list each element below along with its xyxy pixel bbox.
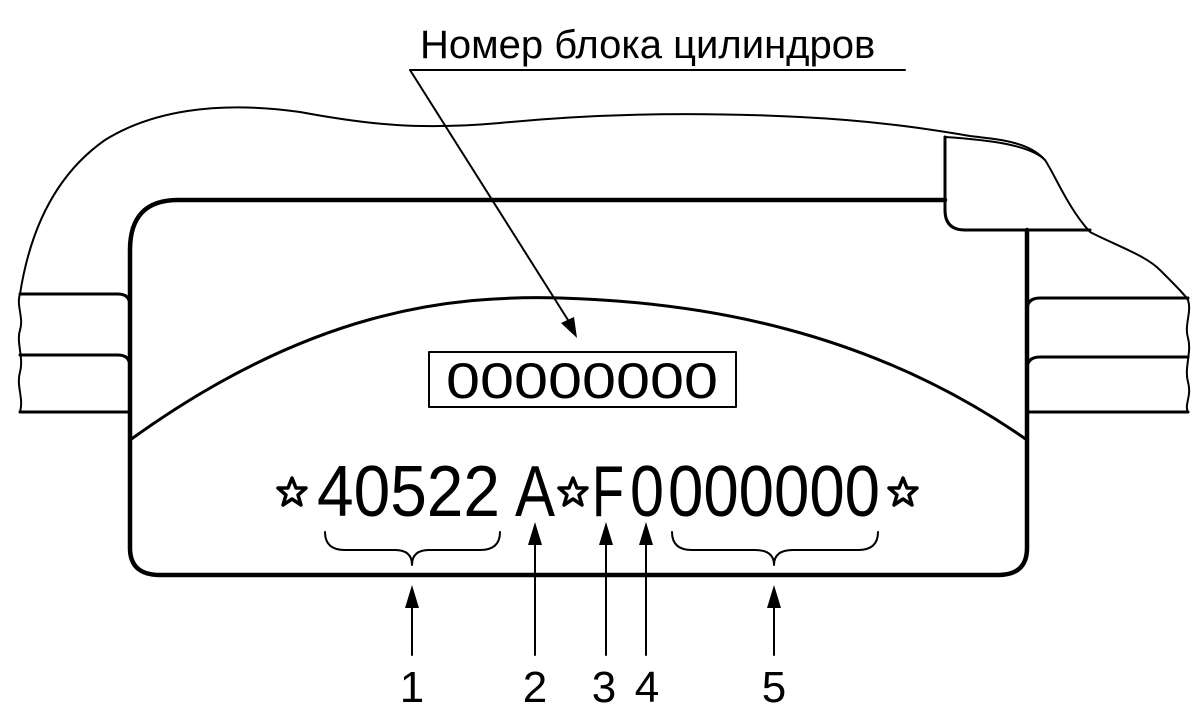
callout-number-3: 3 xyxy=(592,663,616,712)
block-number-box xyxy=(428,351,737,408)
engine-letter: A xyxy=(515,452,555,532)
left-ribs xyxy=(18,292,132,414)
star-icon xyxy=(276,476,308,507)
plate-step xyxy=(943,135,1092,232)
left-break-line xyxy=(17,293,23,413)
number-plate xyxy=(127,197,1030,578)
star-icon xyxy=(557,476,589,507)
bracket-5 xyxy=(671,531,879,566)
title-leader xyxy=(409,69,569,321)
star-icon xyxy=(887,476,919,507)
callout-arrowhead-3 xyxy=(599,522,613,545)
callout-number-5: 5 xyxy=(762,663,786,712)
diagram-title: Номер блока цилиндров xyxy=(420,23,875,67)
engine-model: 40522 xyxy=(317,452,500,532)
block-number: 00000000 xyxy=(446,353,718,409)
callout-number-2: 2 xyxy=(523,663,547,712)
callout-arrowhead-1 xyxy=(405,585,419,608)
right-ribs xyxy=(1025,296,1190,414)
callout-arrowhead-4 xyxy=(639,522,653,545)
right-break-line xyxy=(1185,299,1191,413)
title-leader-arrowhead xyxy=(561,317,577,338)
inner-arch xyxy=(128,296,1029,442)
callout-arrowhead-5 xyxy=(767,585,781,608)
callout-number-4: 4 xyxy=(635,663,659,712)
engine-field-3: F xyxy=(592,452,624,532)
callout-arrowhead-2 xyxy=(528,522,542,545)
callout-number-1: 1 xyxy=(400,663,424,712)
plate-step-top xyxy=(944,136,1046,161)
engine-serial: 000000 xyxy=(668,452,880,532)
bracket-1 xyxy=(324,531,501,566)
engine-field-4: 0 xyxy=(630,452,664,532)
casting-outline-top xyxy=(19,106,1189,301)
